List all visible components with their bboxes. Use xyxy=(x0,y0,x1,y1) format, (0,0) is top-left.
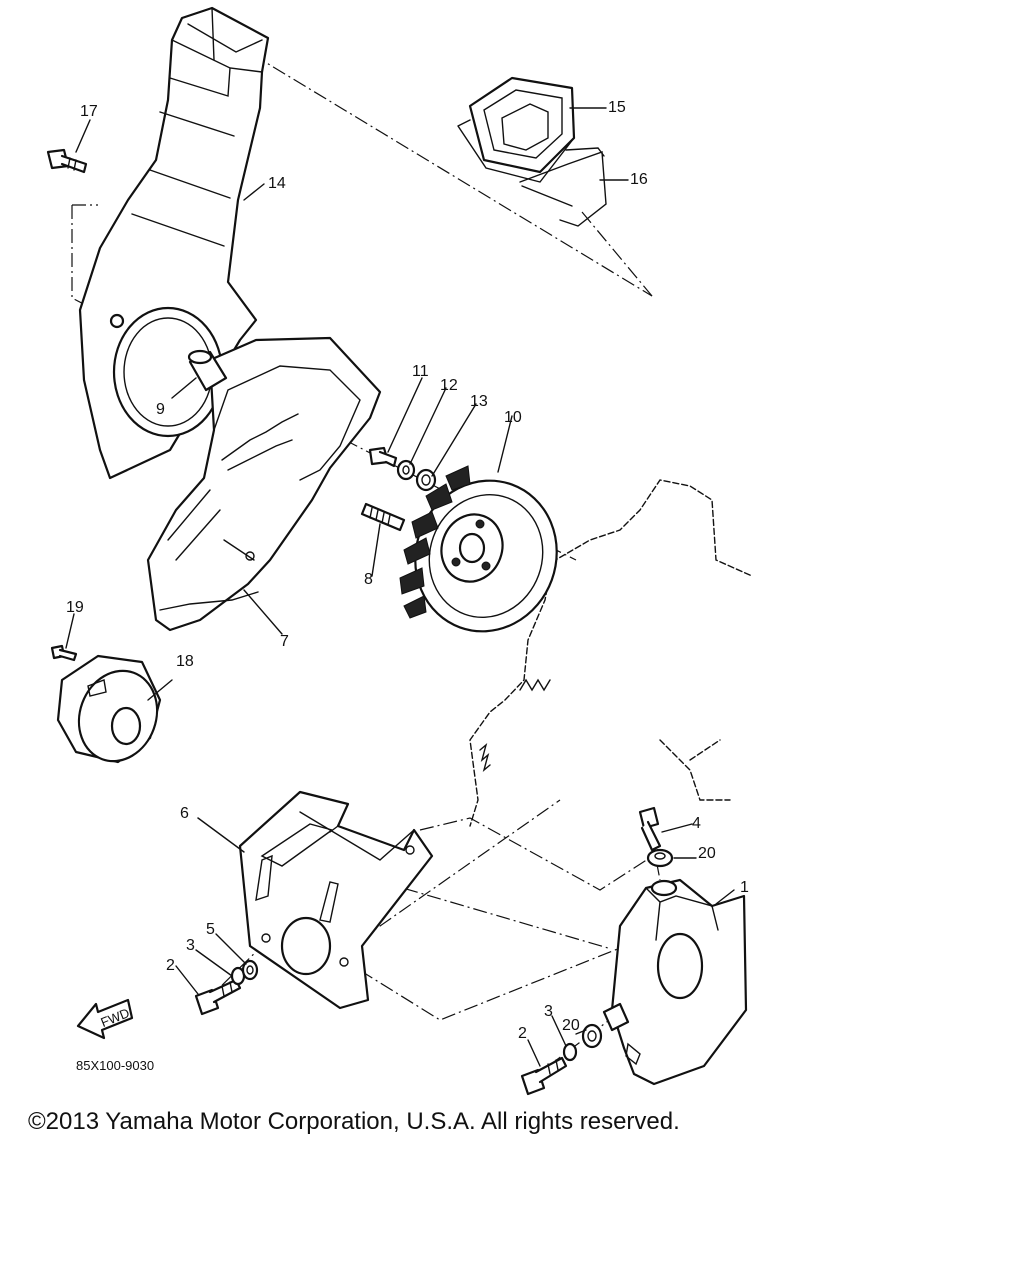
bolt-11 xyxy=(368,446,398,468)
callout-12: 12 xyxy=(440,377,458,394)
bolt-4 xyxy=(638,806,662,852)
screw-19 xyxy=(50,644,78,662)
stud xyxy=(360,502,406,532)
callouts: 17 14 15 16 11 12 13 10 9 8 7 19 18 6 4 … xyxy=(66,99,749,1042)
callout-20-lower: 20 xyxy=(562,1017,580,1034)
callout-9: 9 xyxy=(156,401,165,418)
washer-3-right xyxy=(562,1042,578,1062)
grommet-20-lower xyxy=(581,1023,603,1049)
callout-14: 14 xyxy=(268,175,286,192)
callout-2-right: 2 xyxy=(518,1025,527,1042)
callout-19: 19 xyxy=(66,599,84,616)
washer-13 xyxy=(415,468,437,492)
callout-18: 18 xyxy=(176,653,194,670)
washer-5 xyxy=(241,959,259,981)
fwd-arrow-icon: FWD xyxy=(76,998,134,1040)
callout-1: 1 xyxy=(740,879,749,896)
cover-cap xyxy=(56,654,162,764)
duct-clamp xyxy=(519,147,607,227)
callout-6: 6 xyxy=(180,805,189,822)
callout-16: 16 xyxy=(630,171,648,188)
bracket-plate xyxy=(238,790,434,1010)
callout-20-upper: 20 xyxy=(698,845,716,862)
bolt-2-right xyxy=(520,1056,568,1096)
callout-17: 17 xyxy=(80,103,98,120)
callout-4: 4 xyxy=(692,815,701,832)
fan-housing xyxy=(146,336,382,632)
engine-outline xyxy=(469,479,753,827)
leader-lines xyxy=(65,107,735,1067)
bolt-17 xyxy=(46,148,88,174)
callout-15: 15 xyxy=(608,99,626,116)
collar xyxy=(187,349,228,392)
mounting-bracket xyxy=(602,878,748,1086)
callout-8: 8 xyxy=(364,571,373,588)
callout-7: 7 xyxy=(280,633,289,650)
duct-boot xyxy=(457,76,576,183)
callout-11: 11 xyxy=(412,363,429,380)
copyright-notice: ©2013 Yamaha Motor Corporation, U.S.A. A… xyxy=(28,1108,680,1135)
diagram-code: 85X100-9030 xyxy=(76,1058,154,1073)
callout-5: 5 xyxy=(206,921,215,938)
lock-washer-12 xyxy=(396,459,416,481)
callout-3-right: 3 xyxy=(544,1003,553,1020)
callout-3-left: 3 xyxy=(186,937,195,954)
bolt-2-left xyxy=(194,978,242,1016)
callout-2-left: 2 xyxy=(166,957,175,974)
callout-10: 10 xyxy=(504,409,522,426)
cooling-fan xyxy=(399,465,558,633)
engine-fins xyxy=(479,678,551,772)
callout-13: 13 xyxy=(470,393,488,410)
grommet-20-upper xyxy=(646,848,674,868)
